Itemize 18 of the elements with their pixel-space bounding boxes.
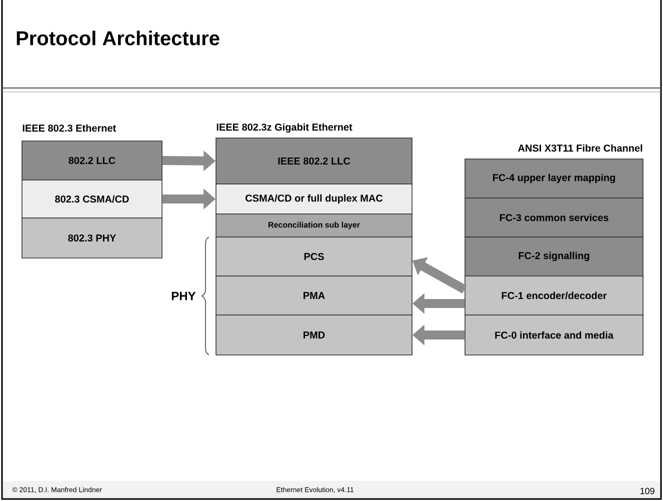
layer-box: IEEE 802.2 LLC [216,138,412,184]
layer-box: 802.3 PHY [22,218,162,258]
slide-title: Protocol Architecture [16,30,220,46]
layer-box: 802.2 LLC [22,140,162,180]
layer-box: PMD [216,314,412,356]
layer-box: FC-3 common services [464,198,644,238]
layer-box: FC-1 encoder/decoder [464,276,644,316]
layer-box: PMA [216,276,412,316]
brace-label: PHY [172,292,196,300]
column-heading: IEEE 802.3 Ethernet [22,124,116,132]
layer-box: Reconciliation sub layer [216,214,412,238]
layer-box: 802.3 CSMA/CD [22,180,162,218]
layer-box: PCS [216,236,412,276]
layer-box: FC-4 upper layer mapping [464,158,644,198]
page-number: 109 [640,488,654,494]
layer-box: FC-2 signalling [464,236,644,276]
layer-box: FC-0 interface and media [464,314,644,356]
layer-box: CSMA/CD or full duplex MAC [216,184,412,214]
